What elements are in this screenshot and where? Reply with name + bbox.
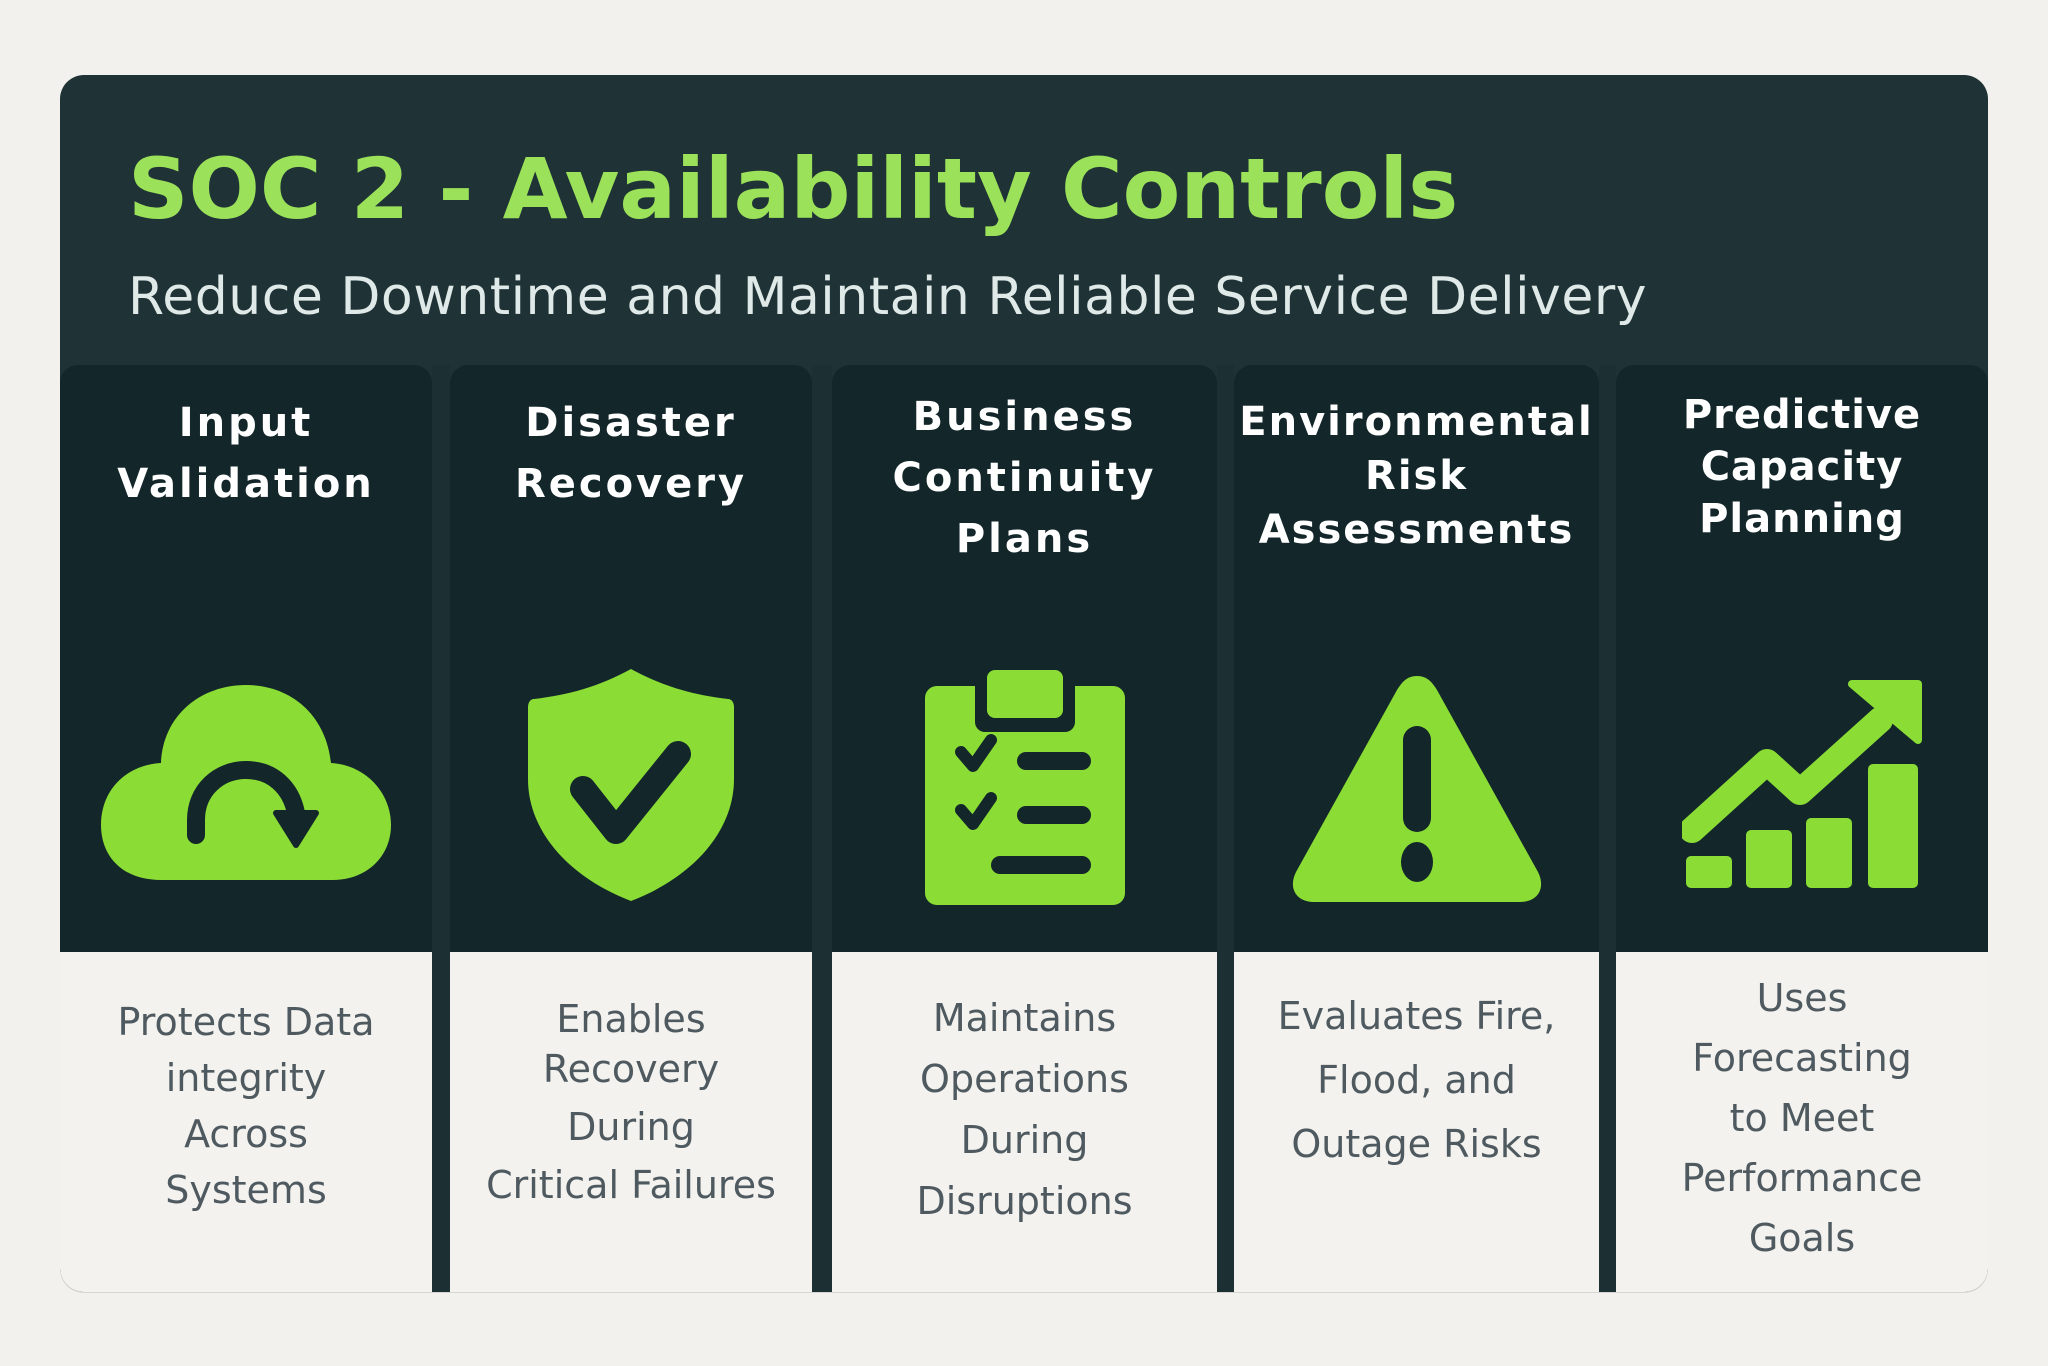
control-title-line: Risk [1365, 453, 1468, 499]
control-card-description: Evaluates Fire, Flood, and Outage Risks [1234, 952, 1599, 1292]
control-title: Environmental Risk Assessments [1234, 395, 1599, 557]
control-card-description: Protects Data integrity Across Systems [60, 952, 432, 1292]
description-line: Enables [556, 997, 706, 1041]
description-line: During [960, 1118, 1089, 1162]
control-title-line: Validation [117, 461, 375, 507]
description-line: Goals [1748, 1216, 1856, 1260]
control-title-line: Capacity [1700, 444, 1904, 490]
description-line: Forecasting [1692, 1036, 1912, 1080]
control-card-header: Predictive Capacity Planning [1616, 365, 1988, 952]
control-card-description: Uses Forecasting to Meet Performance Goa… [1616, 952, 1988, 1292]
column-divider [812, 365, 832, 1292]
description-line: Disruptions [916, 1179, 1133, 1223]
control-title-line: Continuity [892, 455, 1157, 501]
control-card-description: Maintains Operations During Disruptions [832, 952, 1217, 1292]
description-line: Critical Failures [486, 1163, 776, 1207]
control-title: Business Continuity Plans [832, 387, 1217, 570]
column-divider [1217, 365, 1234, 1292]
description-line: Evaluates Fire, [1277, 994, 1556, 1038]
control-card-header: Environmental Risk Assessments [1234, 365, 1599, 952]
control-title-line: Input [178, 400, 314, 446]
description-line: Operations [920, 1057, 1129, 1101]
description-line: Performance [1681, 1156, 1923, 1200]
control-card-header: Input Validation [60, 365, 432, 952]
description-line: Flood, and [1317, 1058, 1516, 1102]
availability-controls-panel: SOC 2 - Availability Controls Reduce Dow… [60, 75, 1988, 1292]
control-title-line: Predictive [1682, 392, 1922, 438]
control-card-business-continuity: Business Continuity Plans [832, 365, 1217, 1292]
clipboard-checklist-icon [832, 670, 1217, 905]
control-title-line: Assessments [1258, 507, 1575, 553]
control-title-line: Planning [1699, 496, 1905, 542]
control-card-environmental-risk: Environmental Risk Assessments Evaluates… [1234, 365, 1599, 1292]
shield-check-icon [450, 665, 812, 905]
description-line: Maintains [932, 996, 1117, 1040]
control-title: Input Validation [60, 393, 432, 515]
description-line: Protects Data [117, 1000, 375, 1044]
column-divider [1599, 365, 1616, 1292]
control-card-header: Disaster Recovery [450, 365, 812, 952]
description-line: Systems [165, 1168, 327, 1212]
control-title-line: Disaster [525, 400, 737, 446]
cloud-sync-icon [60, 665, 432, 905]
growth-chart-icon [1616, 665, 1988, 905]
control-title-line: Recovery [514, 461, 748, 507]
page-subtitle: Reduce Downtime and Maintain Reliable Se… [128, 267, 1647, 327]
control-card-header: Business Continuity Plans [832, 365, 1217, 952]
control-title-line: Environmental [1239, 399, 1594, 445]
description-line: Recovery [542, 1047, 720, 1091]
controls-columns: Input Validation Protects Data integrity… [60, 365, 1988, 1292]
control-title-line: Plans [955, 516, 1094, 562]
control-title: Predictive Capacity Planning [1616, 389, 1988, 545]
control-card-input-validation: Input Validation Protects Data integrity… [60, 365, 432, 1292]
warning-triangle-icon [1234, 673, 1599, 905]
control-title-line: Business [912, 394, 1137, 440]
description-line: integrity [165, 1056, 327, 1100]
page-title: SOC 2 - Availability Controls [128, 140, 1459, 238]
description-line: During [567, 1105, 695, 1149]
description-line: Across [184, 1112, 308, 1156]
column-divider [432, 365, 450, 1292]
description-line: Outage Risks [1291, 1122, 1542, 1166]
control-card-description: Enables Recovery During Critical Failure… [450, 952, 812, 1292]
control-card-predictive-capacity: Predictive Capacity Planning [1616, 365, 1988, 1292]
description-line: Uses [1756, 976, 1848, 1020]
control-title: Disaster Recovery [450, 393, 812, 515]
control-card-disaster-recovery: Disaster Recovery Enables Recovery Durin… [450, 365, 812, 1292]
description-line: to Meet [1729, 1096, 1875, 1140]
